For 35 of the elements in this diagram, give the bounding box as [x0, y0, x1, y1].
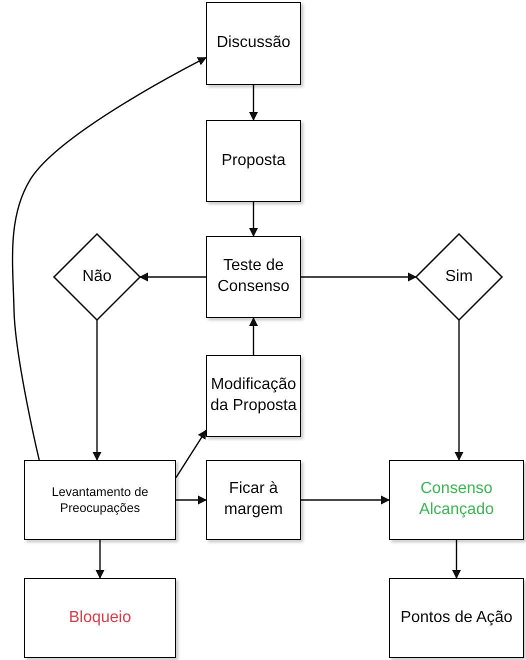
decision-diamond — [416, 234, 502, 320]
node-label: Levantamento de Preocupações — [50, 484, 150, 516]
process-box — [206, 355, 301, 437]
arrow — [249, 202, 258, 237]
process-box — [24, 578, 176, 658]
node-label: Sim — [445, 266, 473, 287]
node-label: Bloqueio — [68, 608, 132, 628]
arrow — [92, 320, 102, 461]
decision-diamond — [54, 234, 140, 320]
node-label: Teste de Consenso — [216, 256, 291, 297]
arrow — [139, 272, 206, 282]
arrow — [175, 430, 207, 478]
arrow — [301, 272, 417, 282]
arrow — [12, 56, 207, 460]
arrow — [249, 317, 258, 355]
process-box — [389, 460, 524, 540]
process-box — [206, 236, 301, 318]
node-label: Modificação da Proposta — [209, 375, 298, 416]
process-box — [24, 460, 176, 540]
arrow — [301, 496, 390, 504]
process-box — [389, 578, 524, 658]
process-box — [206, 2, 301, 85]
node-label: Ficar à margem — [223, 479, 284, 520]
arrow — [176, 496, 207, 504]
node-label: Não — [82, 266, 112, 287]
process-box — [206, 460, 301, 540]
node-label: Consenso Alcançado — [418, 479, 495, 520]
process-box — [206, 120, 301, 202]
node-label: Pontos de Ação — [400, 608, 513, 628]
arrow — [454, 320, 464, 461]
arrow — [452, 540, 461, 579]
node-label: Discussão — [216, 33, 290, 54]
arrow — [96, 540, 104, 579]
node-label: Proposta — [221, 150, 286, 171]
arrow — [249, 85, 258, 121]
